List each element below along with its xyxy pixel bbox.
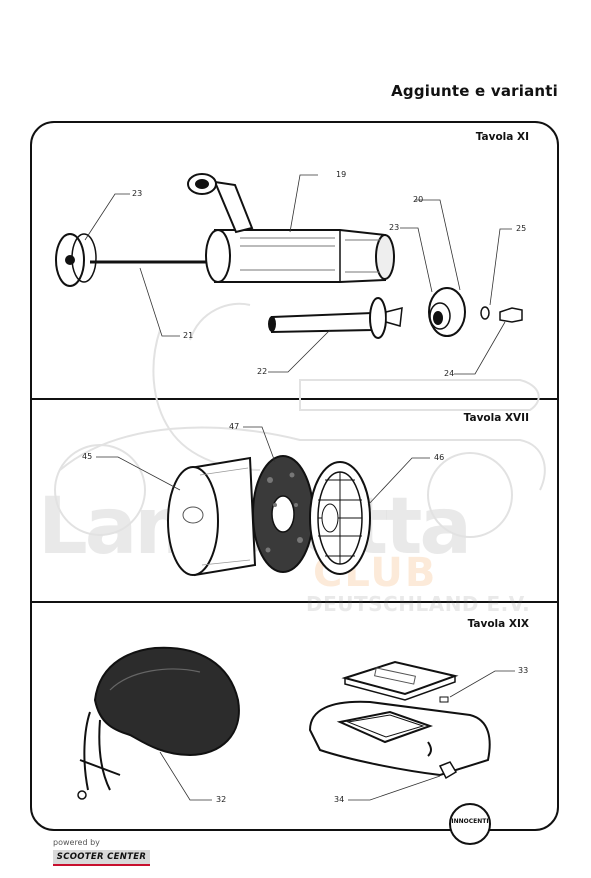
plate-divider: [32, 398, 557, 400]
innocenti-logo-text: INNOCENTI: [451, 818, 489, 825]
callout-33: 33: [518, 666, 529, 675]
plates-frame: [30, 121, 559, 831]
callout-32: 32: [216, 795, 227, 804]
silencer-assembly: [55, 173, 523, 339]
air-filter-assembly: [167, 455, 371, 577]
scooter-silhouette: [54, 302, 546, 538]
callout-leaders-xvii: [96, 426, 430, 506]
plate-label-xvii: Tavola XVII: [463, 412, 529, 424]
toolbox-assembly: [308, 660, 491, 780]
plate-label-xi: Tavola XI: [475, 131, 529, 143]
callout-45: 45: [82, 452, 93, 461]
callout-23-disk: 23: [132, 189, 143, 198]
callout-leaders-xix: [159, 670, 515, 801]
callout-22: 22: [257, 367, 268, 376]
callout-46: 46: [434, 453, 445, 462]
sponsor-logo[interactable]: SCOOTER CENTER: [53, 850, 150, 866]
powered-by-label: powered by: [53, 838, 100, 847]
plate-divider: [32, 601, 557, 603]
page-title: Aggiunte e varianti: [391, 82, 558, 100]
callout-20: 20: [413, 195, 424, 204]
plate-label-xix: Tavola XIX: [467, 618, 529, 630]
innocenti-logo: INNOCENTI: [449, 803, 491, 845]
callout-23-flange: 23: [389, 223, 400, 232]
callout-47: 47: [229, 422, 240, 431]
callout-25: 25: [516, 224, 527, 233]
callout-24: 24: [444, 369, 455, 378]
callout-19: 19: [336, 170, 347, 179]
callout-leaders-xi: [84, 174, 512, 375]
seat-assembly: [77, 646, 240, 800]
callout-34: 34: [334, 795, 345, 804]
callout-21: 21: [183, 331, 194, 340]
